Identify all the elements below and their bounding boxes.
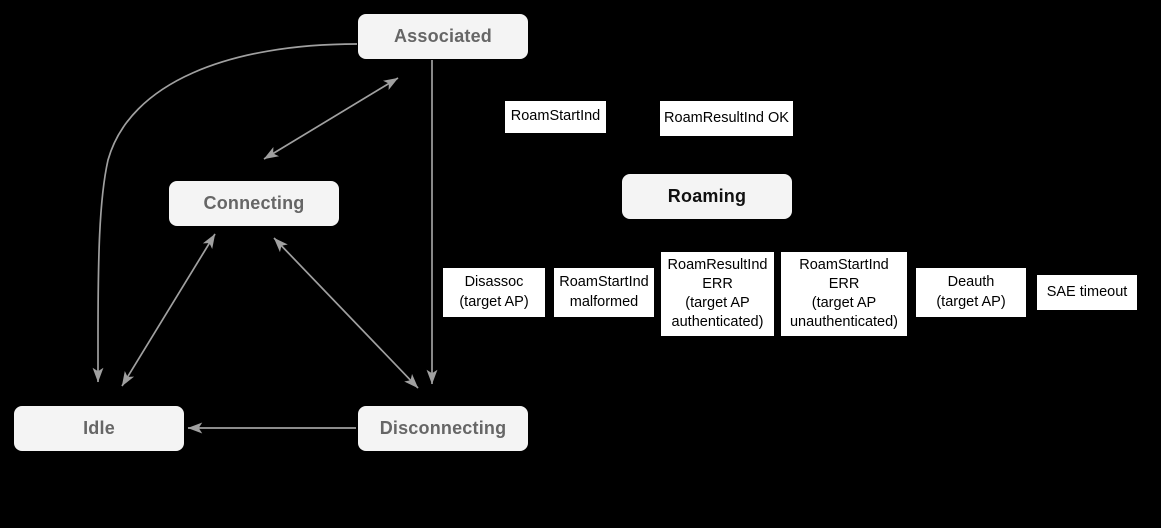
edge-connecting-disconnecting [273,237,419,389]
event-label-sae-timeout: SAE timeout [1037,275,1137,310]
event-label-disassoc-target-ap: Disassoc (target AP) [443,268,545,317]
event-label-roam-start-ind-malformed: RoamStartInd malformed [554,268,654,317]
state-node-associated[interactable]: Associated [358,14,528,59]
state-node-connecting[interactable]: Connecting [169,181,339,226]
event-label-roam-start-ind-err-unauth: RoamStartInd ERR (target AP unauthentica… [781,252,907,336]
event-label-deauth-target-ap: Deauth (target AP) [916,268,1026,317]
event-label-roam-start-ind: RoamStartInd [505,101,606,133]
event-label-roam-result-ind-ok: RoamResultInd OK [660,101,793,136]
edge-associated-to-idle [92,43,358,383]
state-node-idle[interactable]: Idle [14,406,184,451]
state-node-roaming[interactable]: Roaming [622,174,792,219]
edge-associated-connecting [263,77,399,160]
edge-idle-connecting [121,233,216,387]
event-label-roam-result-ind-err-auth: RoamResultInd ERR (target AP authenticat… [661,252,774,336]
state-node-disconnecting[interactable]: Disconnecting [358,406,528,451]
